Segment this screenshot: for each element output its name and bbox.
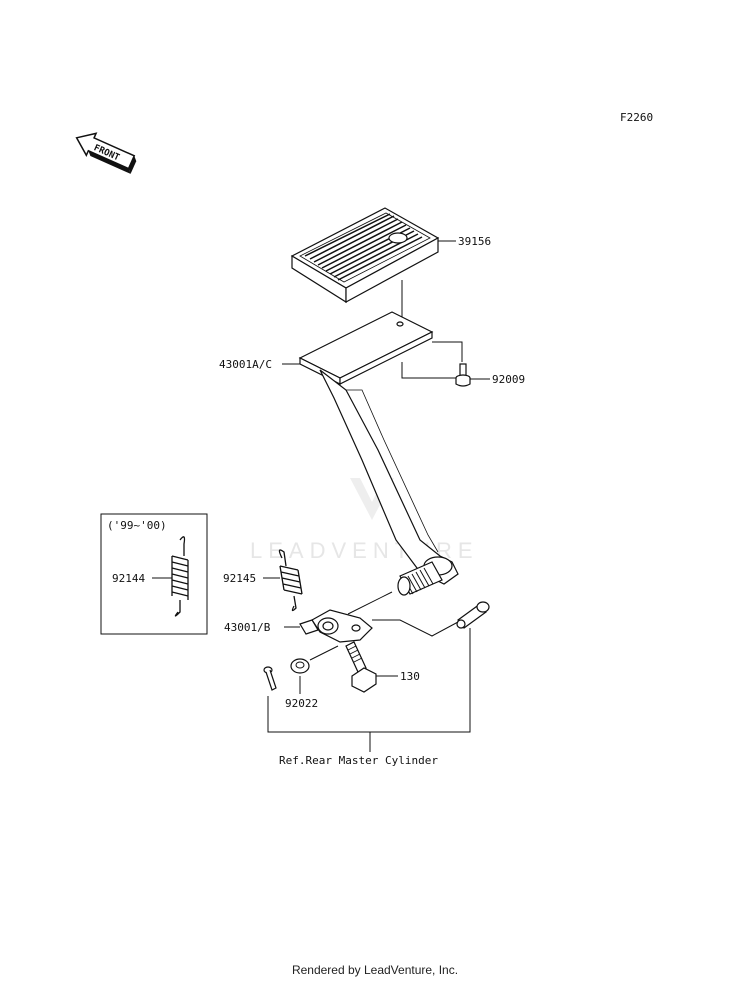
pin-part bbox=[456, 601, 490, 629]
reference-label: Ref.Rear Master Cylinder bbox=[279, 754, 438, 767]
pedal-arm-part bbox=[298, 311, 459, 596]
cotter-pin-part bbox=[263, 666, 277, 691]
spring-variant-part bbox=[152, 536, 189, 617]
bolt-part bbox=[345, 641, 398, 693]
reference-bracket bbox=[267, 628, 471, 752]
bolt-small-part bbox=[455, 363, 490, 387]
part-label-39156: 39156 bbox=[458, 235, 491, 248]
part-label-92009: 92009 bbox=[492, 373, 525, 386]
leader-pivot bbox=[347, 591, 393, 615]
watermark: LEADVENTURE bbox=[250, 478, 473, 563]
part-label-43001b: 43001/B bbox=[224, 621, 271, 634]
leader-pin bbox=[372, 619, 459, 637]
diagram-code: F2260 bbox=[620, 111, 653, 124]
footer-credit: Rendered by LeadVenture, Inc. bbox=[291, 963, 459, 977]
variant-box bbox=[100, 513, 208, 635]
bracket-part bbox=[284, 609, 373, 643]
spring-part bbox=[263, 549, 303, 612]
part-label-92144: 92144 bbox=[112, 572, 145, 585]
leader-washer bbox=[309, 645, 339, 661]
leader-92009-offset bbox=[401, 341, 463, 379]
part-label-92145: 92145 bbox=[223, 572, 256, 585]
part-label-92022: 92022 bbox=[285, 697, 318, 710]
variant-box-label: ('99~'00) bbox=[107, 519, 167, 532]
front-arrow-icon: FRONT bbox=[75, 132, 137, 174]
washer-part bbox=[290, 658, 310, 694]
part-label-43001ac: 43001A/C bbox=[219, 358, 272, 371]
part-label-130: 130 bbox=[400, 670, 420, 683]
pedal-pad-part bbox=[290, 207, 456, 304]
